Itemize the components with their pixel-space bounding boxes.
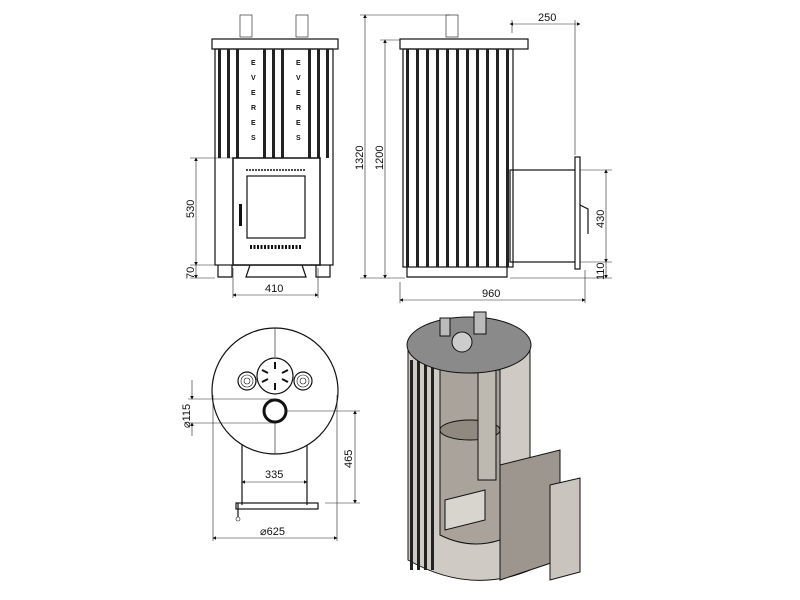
svg-text:V: V <box>296 75 301 82</box>
chimney-left <box>239 14 253 38</box>
svg-text:E: E <box>251 120 256 127</box>
stone-column-edge <box>446 49 449 267</box>
door-glass <box>246 175 306 239</box>
svg-text:S: S <box>296 135 301 142</box>
stone-column-edge <box>506 49 509 267</box>
svg-text:E: E <box>251 90 256 97</box>
stone-column-edge <box>436 49 439 267</box>
stone-column-edge <box>272 49 275 158</box>
top-plate <box>399 38 529 50</box>
stone-column-edge <box>496 49 499 267</box>
grate <box>444 489 486 531</box>
stone-columns <box>218 49 329 158</box>
spiral-right <box>293 371 313 391</box>
dim-1320: 1320 <box>354 146 366 170</box>
svg-text:V: V <box>251 75 256 82</box>
stone-column-edge <box>406 49 409 267</box>
stone-column-edge <box>417 360 420 570</box>
stone-column-edge <box>308 49 311 158</box>
stone-column-edge <box>263 49 266 158</box>
firebox-door <box>549 477 581 581</box>
stone-column-edge <box>416 49 419 267</box>
spiral-top <box>439 317 451 337</box>
chimney-right <box>295 14 309 38</box>
svg-text:E: E <box>251 60 256 67</box>
top-view: ⌀115 335 465 ⌀625 <box>181 327 360 541</box>
stone-column-edge <box>486 49 489 267</box>
cutaway-3d-view <box>406 311 581 581</box>
chimney-top <box>473 311 487 335</box>
svg-text:E: E <box>296 60 301 67</box>
chimney <box>445 14 459 38</box>
dim-530: 530 <box>185 200 197 218</box>
chimney-ring <box>262 398 288 424</box>
stone-column-edge <box>227 49 230 158</box>
stone-column-edge <box>317 49 320 158</box>
dim-chimney-diameter: ⌀115 <box>181 404 193 428</box>
dim-1200: 1200 <box>374 146 386 170</box>
door-handle <box>579 204 589 234</box>
dim-335: 335 <box>265 469 283 481</box>
stone-column-edge <box>410 360 413 570</box>
dim-250: 250 <box>538 12 556 24</box>
stone-column-edge <box>476 49 479 267</box>
brand-text-left: E V E R E S <box>251 60 256 142</box>
stone-column-edge <box>426 49 429 267</box>
stone-column-edge <box>326 49 329 158</box>
stone-columns <box>406 49 509 267</box>
stone-column-edge <box>424 360 427 570</box>
grate-slots <box>261 362 289 390</box>
flue-pipe <box>477 359 497 481</box>
stone-column-edge <box>236 49 239 158</box>
stone-column-edge <box>466 49 469 267</box>
door-frame <box>574 156 581 270</box>
dim-625: ⌀625 <box>260 526 285 538</box>
grate-vent <box>256 357 294 395</box>
dim-960: 960 <box>482 288 500 300</box>
dim-410: 410 <box>265 283 283 295</box>
dim-110: 110 <box>595 262 607 280</box>
spiral-left <box>237 371 257 391</box>
firebox-tunnel <box>509 169 579 263</box>
dim-70: 70 <box>185 267 197 279</box>
grate-vent-top <box>451 331 473 353</box>
door-handle <box>239 204 242 226</box>
svg-text:E: E <box>296 90 301 97</box>
top-plate <box>211 38 339 50</box>
svg-text:E: E <box>296 120 301 127</box>
feet <box>217 264 331 278</box>
stone-wall <box>410 360 434 570</box>
base-plate <box>235 502 319 510</box>
stone-column-edge <box>456 49 459 267</box>
svg-text:R: R <box>251 105 256 112</box>
side-view: 1320 1200 250 960 430 110 <box>354 12 612 303</box>
stone-column-edge <box>218 49 221 158</box>
feet <box>406 267 508 278</box>
brand-text-right: E V E R E S <box>296 60 301 142</box>
svg-text:R: R <box>296 105 301 112</box>
stone-column-edge <box>281 49 284 158</box>
front-view: E V E R E S E V E R E S 530 70 4 <box>185 14 339 298</box>
stone-column-edge <box>431 360 434 570</box>
dim-430: 430 <box>595 210 607 228</box>
dim-465: 465 <box>343 450 355 468</box>
svg-text:S: S <box>251 135 256 142</box>
